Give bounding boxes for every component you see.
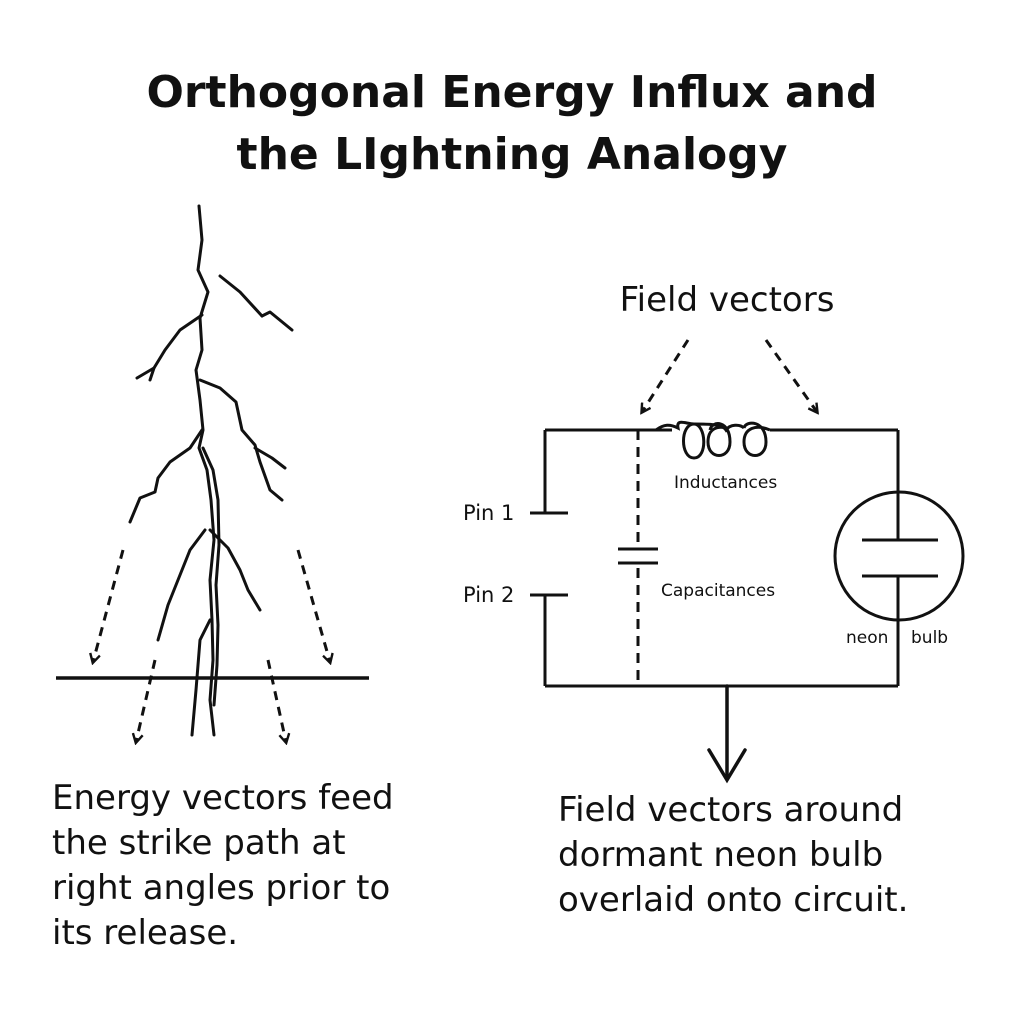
capacitances-label: Capacitances [661,581,775,601]
lightning-caption-line-3: right angles prior to [52,868,391,908]
energy-arrow-1 [93,549,125,662]
field-vectors-label: Field vectors [620,280,835,320]
title-line-1: Orthogonal Energy Influx and [146,67,878,118]
circuit-caption: Field vectors around dormant neon bulb o… [558,788,978,923]
circuit-caption-line-1: Field vectors around [558,790,904,830]
field-vector-arrows [642,339,817,412]
diagram-title: Orthogonal Energy Influx and the LIghtni… [0,62,1024,186]
lightning-caption-line-4: its release. [52,913,239,953]
field-arrow-left [642,339,690,412]
bulb-label: bulb [911,628,948,648]
energy-arrow-4 [266,659,286,742]
energy-vector-arrows [93,549,330,742]
lightning-caption-line-1: Energy vectors feed [52,778,394,818]
capacitor [618,430,658,686]
energy-arrow-3 [136,659,157,742]
pin-terminals [530,511,568,597]
title-line-2: the LIghtning Analogy [236,129,788,180]
energy-arrow-2 [296,549,330,662]
inductances-label: Inductances [674,473,777,493]
pin-1-label: Pin 1 [463,501,514,525]
inductor-coil [655,420,771,460]
pin-2-label: Pin 2 [463,583,514,607]
neon-label: neon [846,628,888,648]
lightning-bolt [128,204,294,737]
lightning-caption-line-2: the strike path at [52,823,346,863]
lightning-caption: Energy vectors feed the strike path at r… [52,776,432,956]
output-arrow [707,684,747,784]
circuit-caption-line-2: dormant neon bulb [558,835,884,875]
field-arrow-right [764,339,817,412]
neon-bulb [833,490,965,622]
circuit-caption-line-3: overlaid onto circuit. [558,880,909,920]
